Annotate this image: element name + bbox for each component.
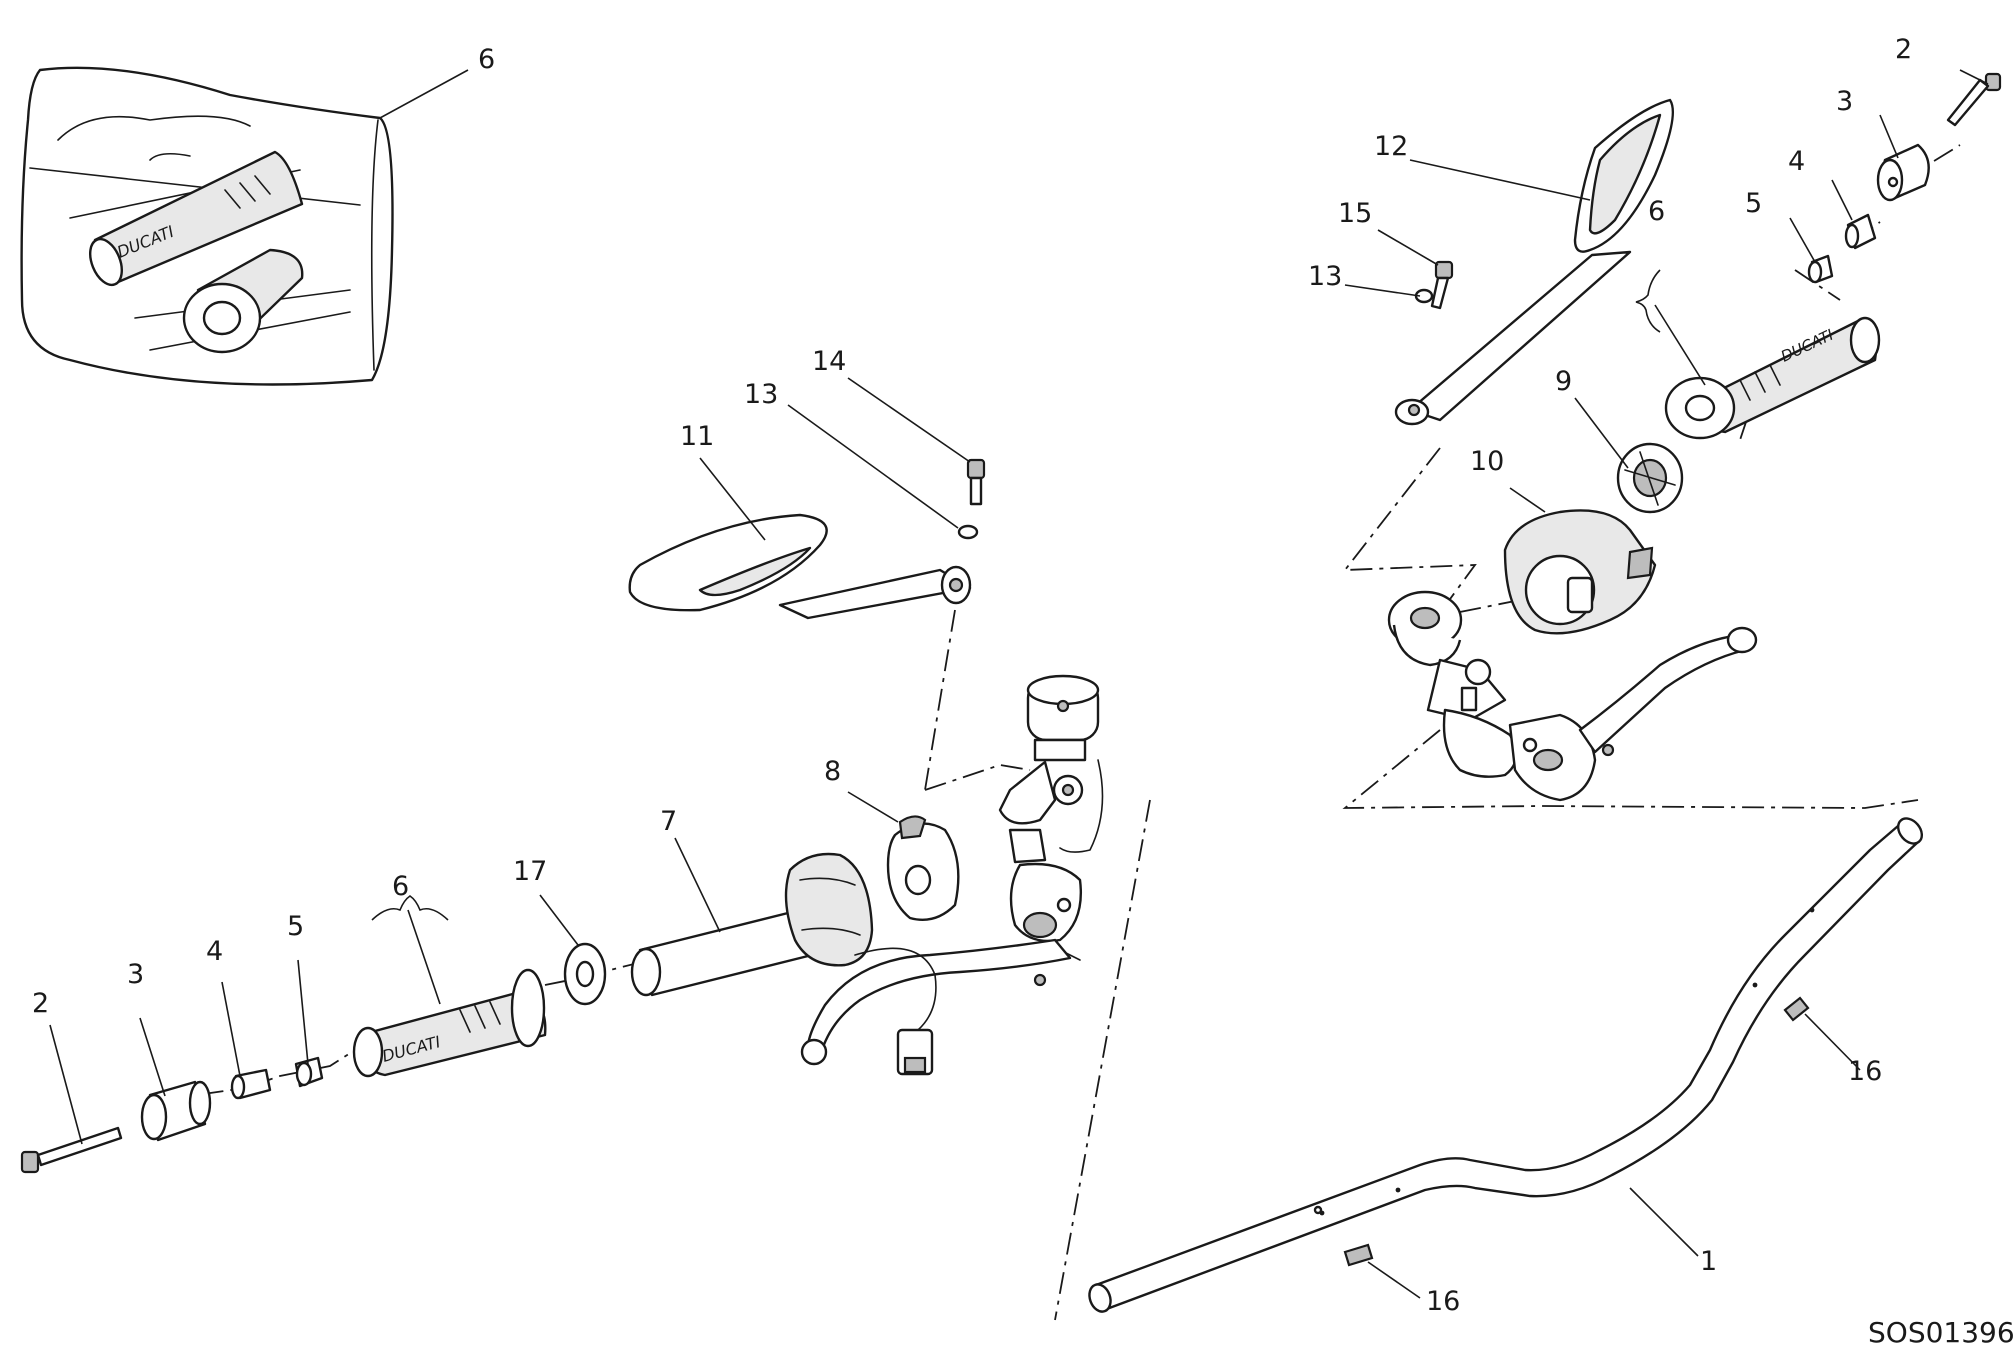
right-throttle-ring (1616, 442, 1684, 514)
callout-left-13: 13 (744, 379, 778, 410)
callout-7: 7 (660, 806, 677, 837)
right-master-cylinder (1387, 590, 1758, 802)
callout-11: 11 (680, 421, 714, 452)
callout-12: 12 (1374, 131, 1408, 162)
drawing-code: SOS01396 (1868, 1316, 2015, 1349)
callout-8: 8 (824, 756, 841, 787)
leader-lines (49, 69, 1989, 1299)
callout-right-5: 5 (1745, 188, 1762, 219)
callout-right-2: 2 (1895, 34, 1912, 65)
callout-left-4: 4 (206, 936, 223, 967)
callout-left-2: 2 (32, 988, 49, 1019)
left-insert (294, 1056, 324, 1088)
callout-right-13: 13 (1308, 261, 1342, 292)
left-mirror-screw (957, 458, 986, 540)
right-bolt (1946, 72, 2002, 127)
right-insert (1807, 254, 1834, 284)
callout-16-lower: 16 (1426, 1286, 1460, 1317)
right-bar-end-weight (1876, 143, 1930, 202)
callout-1: 1 (1700, 1246, 1717, 1277)
callout-labels: 6 2 3 4 5 6 12 15 13 14 13 11 9 10 8 7 1… (32, 34, 1912, 1317)
right-spacer (1844, 213, 1877, 250)
handlebar-clip-lower (1343, 1243, 1374, 1267)
right-switch (1503, 509, 1657, 635)
handlebar (1088, 817, 1924, 1313)
callout-15: 15 (1338, 198, 1372, 229)
right-mirror (1394, 98, 1674, 426)
callout-17: 17 (513, 856, 547, 887)
left-bar-end-weight (140, 1080, 212, 1142)
inset-grip-detail: DUCATI (20, 66, 394, 386)
left-master-cylinder (800, 674, 1104, 1076)
callout-left-6: 6 (392, 871, 409, 902)
inset-grip: DUCATI (89, 150, 304, 287)
right-mirror-screw (1414, 260, 1454, 310)
throttle-tube (630, 908, 814, 997)
callout-right-6: 6 (1648, 196, 1665, 227)
callout-16-upper: 16 (1848, 1056, 1882, 1087)
callout-14: 14 (812, 346, 846, 377)
callout-right-3: 3 (1836, 86, 1853, 117)
callout-inset-6: 6 (478, 44, 495, 75)
left-washer (563, 942, 607, 1006)
left-mirror (628, 513, 972, 620)
callout-left-5: 5 (287, 911, 304, 942)
callout-left-3: 3 (127, 959, 144, 990)
callout-right-4: 4 (1788, 146, 1805, 177)
left-spacer (230, 1068, 272, 1100)
left-switch (886, 815, 960, 922)
left-grip: DUCATI (352, 968, 547, 1078)
left-bolt (20, 1126, 123, 1174)
right-grip: DUCATI (1664, 316, 1881, 440)
handlebar-clip-upper (1783, 996, 1810, 1022)
inset-grip-end (182, 248, 304, 354)
callout-10: 10 (1470, 446, 1504, 477)
callout-9: 9 (1555, 366, 1572, 397)
